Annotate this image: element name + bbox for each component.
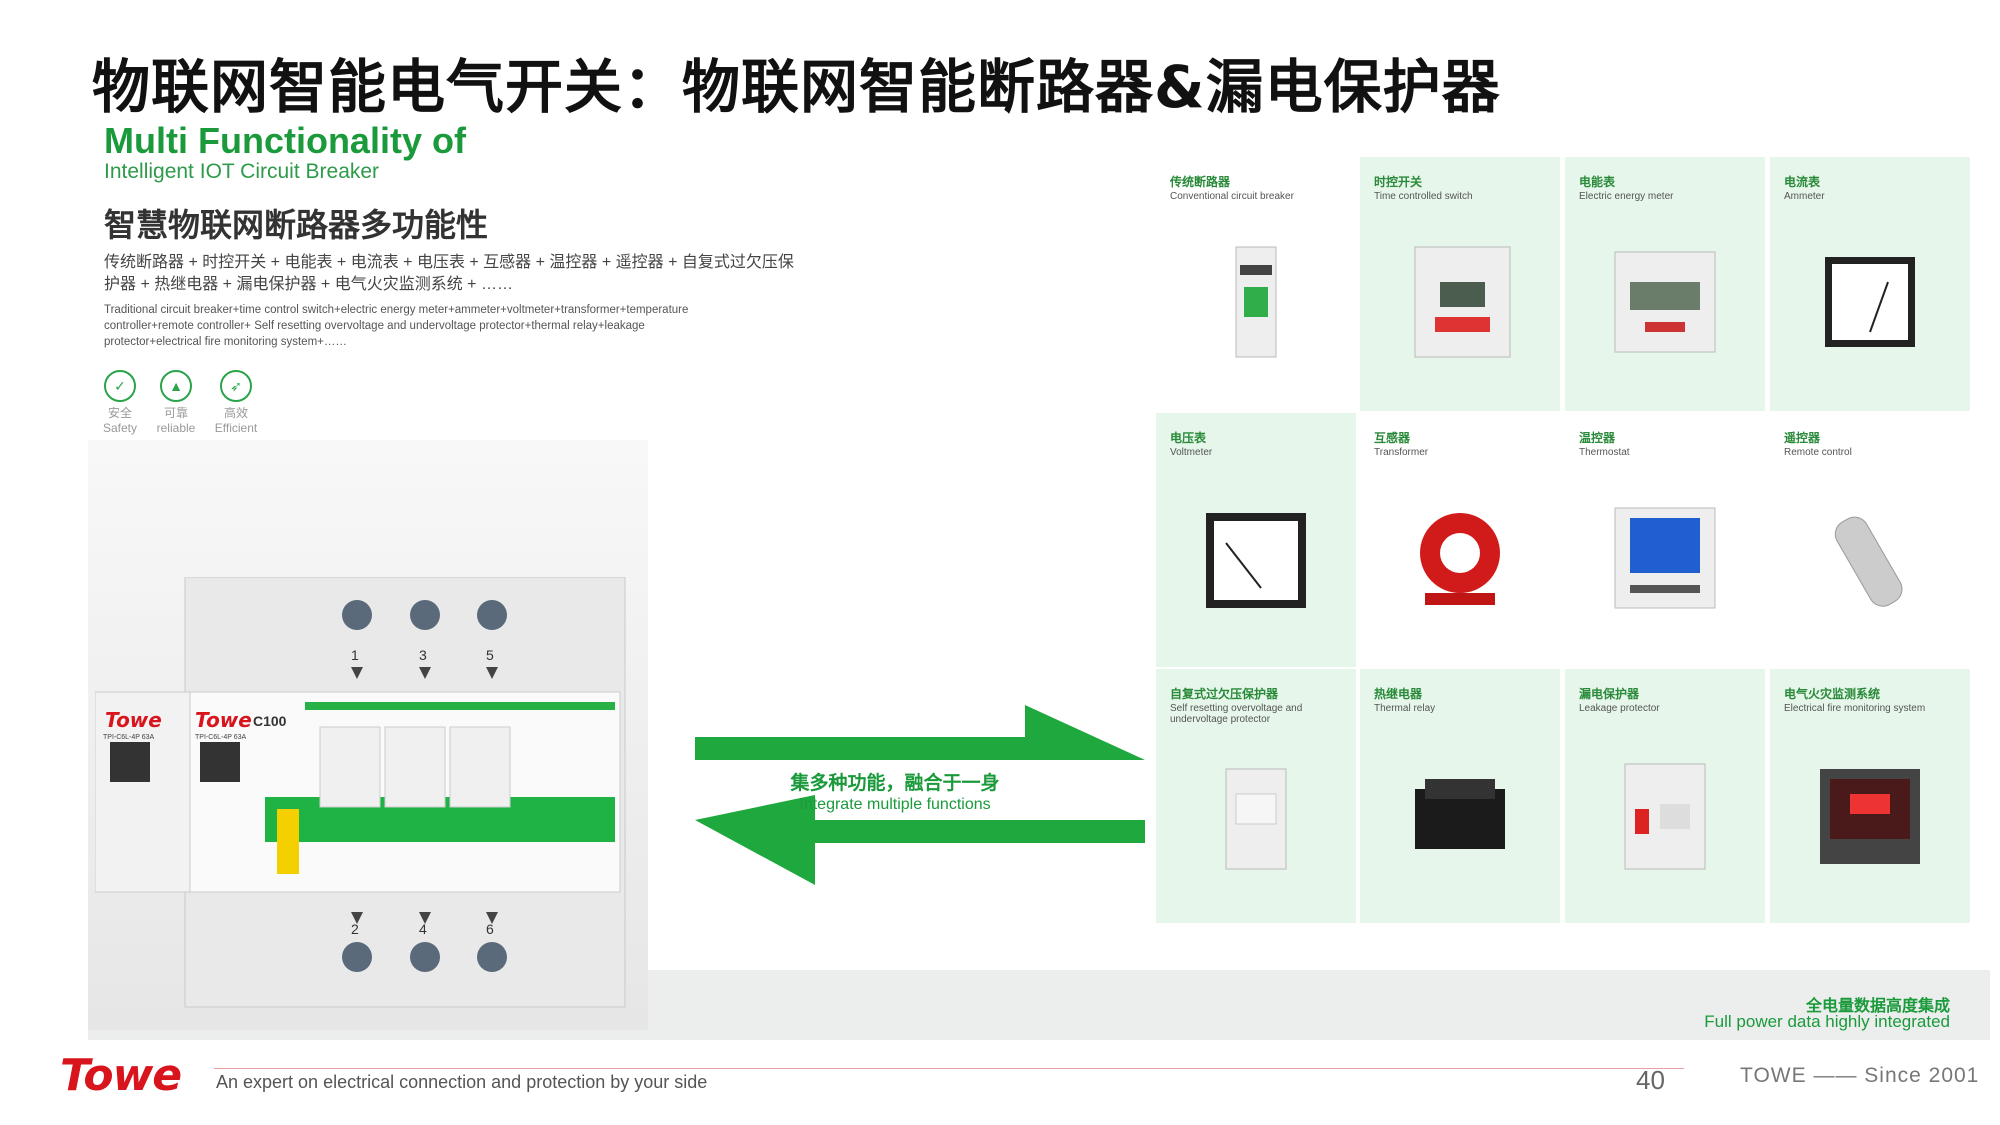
hero-heading-cn: 智慧物联网断路器多功能性 [104, 206, 489, 244]
terminal-label: 5 [486, 647, 494, 663]
transformer-image [1420, 513, 1500, 605]
product-cell: 传统断路器 Conventional circuit breaker [1156, 157, 1356, 411]
feature-safety: ✓ 安全 Safety [90, 370, 150, 436]
integrated-caption-en: Full power data highly integrated [1704, 1012, 1950, 1031]
footer-divider [214, 1068, 1684, 1069]
thermal-relay-image [1415, 779, 1505, 849]
time-switch-image [1414, 246, 1511, 358]
terminal-label: 3 [419, 647, 427, 663]
product-grid: 传统断路器 Conventional circuit breaker 时控开关 … [1156, 157, 1986, 935]
overvoltage-protector-image [1225, 768, 1287, 870]
product-cell: 漏电保护器 Leakage protector [1565, 669, 1765, 923]
feature-efficient: ➶ 高效 Efficient [206, 370, 266, 436]
arrow-right-icon [695, 705, 1145, 760]
product-cell: 温控器 Thermostat [1565, 413, 1765, 667]
integrated-caption-cn: 全电量数据高度集成 [1805, 996, 1950, 1015]
feature-reliable: ▲ 可靠 reliable [146, 370, 206, 436]
product-cell: 电压表 Voltmeter [1156, 413, 1356, 667]
thermostat-image [1614, 507, 1716, 609]
tree-icon: ▲ [160, 370, 192, 402]
breaker-brand-left: Towe [105, 708, 162, 732]
product-cell: 遥控器 Remote control [1770, 413, 1970, 667]
leakage-protector-image [1624, 763, 1706, 870]
product-cell: 电流表 Ammeter [1770, 157, 1970, 411]
hero-block: Multi Functionality of Intelligent IOT C… [88, 120, 794, 570]
product-cell: 互感器 Transformer [1360, 413, 1560, 667]
terminal-label: 1 [351, 647, 359, 663]
arrow-left-icon [695, 795, 1145, 885]
breaker-rating: C100 [253, 713, 287, 729]
hero-function-list-cn: 传统断路器 + 时控开关 + 电能表 + 电流表 + 电压表 + 互感器 + 温… [104, 254, 794, 293]
breaker-brand-right: Towe [195, 708, 252, 732]
footer-slogan: An expert on electrical connection and p… [216, 1072, 708, 1092]
hero-subheading: Intelligent IOT Circuit Breaker [104, 160, 380, 183]
shield-icon: ✓ [104, 370, 136, 402]
energy-meter-image [1614, 251, 1716, 353]
fire-monitor-image [1820, 769, 1920, 864]
arrow-caption-en: Integrate multiple functions [799, 796, 991, 813]
ammeter-image [1825, 257, 1915, 347]
circuit-breaker-image [1235, 246, 1277, 358]
breaker-model-left: TPI-C6L-4P 63A [103, 734, 155, 741]
product-cell: 电气火灾监测系统 Electrical fire monitoring syst… [1770, 669, 1970, 923]
footer-brand: TOWE —— Since 2001 [1740, 1064, 1980, 1087]
product-cell: 自复式过欠压保护器 Self resetting overvoltage and… [1156, 669, 1356, 923]
integration-arrows [695, 705, 1145, 885]
terminal-label: 2 [351, 921, 359, 937]
product-cell: 时控开关 Time controlled switch [1360, 157, 1560, 411]
arrow-caption-cn: 集多种功能，融合于一身 [790, 772, 1000, 794]
rocket-icon: ➶ [220, 370, 252, 402]
voltmeter-image [1206, 513, 1306, 608]
slide-title: 物联网智能电气开关：物联网智能断路器&漏电保护器 [92, 53, 1501, 121]
hero-heading: Multi Functionality of [104, 120, 466, 161]
remote-control-image [1834, 516, 1903, 607]
hero-function-list-en: Traditional circuit breaker+time control… [104, 304, 689, 348]
smart-breaker-image: Towe Towe TPI-C6L-4P 63A TPI-C6L-4P 63A … [95, 577, 626, 1008]
page-number: 40 [1636, 1065, 1665, 1095]
product-cell: 电能表 Electric energy meter [1565, 157, 1765, 411]
terminal-label: 6 [486, 921, 494, 937]
breaker-model-right: TPI-C6L-4P 63A [195, 734, 247, 741]
terminal-label: 4 [419, 921, 427, 937]
product-cell: 热继电器 Thermal relay [1360, 669, 1560, 923]
brand-logo: Towe [60, 1050, 182, 1101]
